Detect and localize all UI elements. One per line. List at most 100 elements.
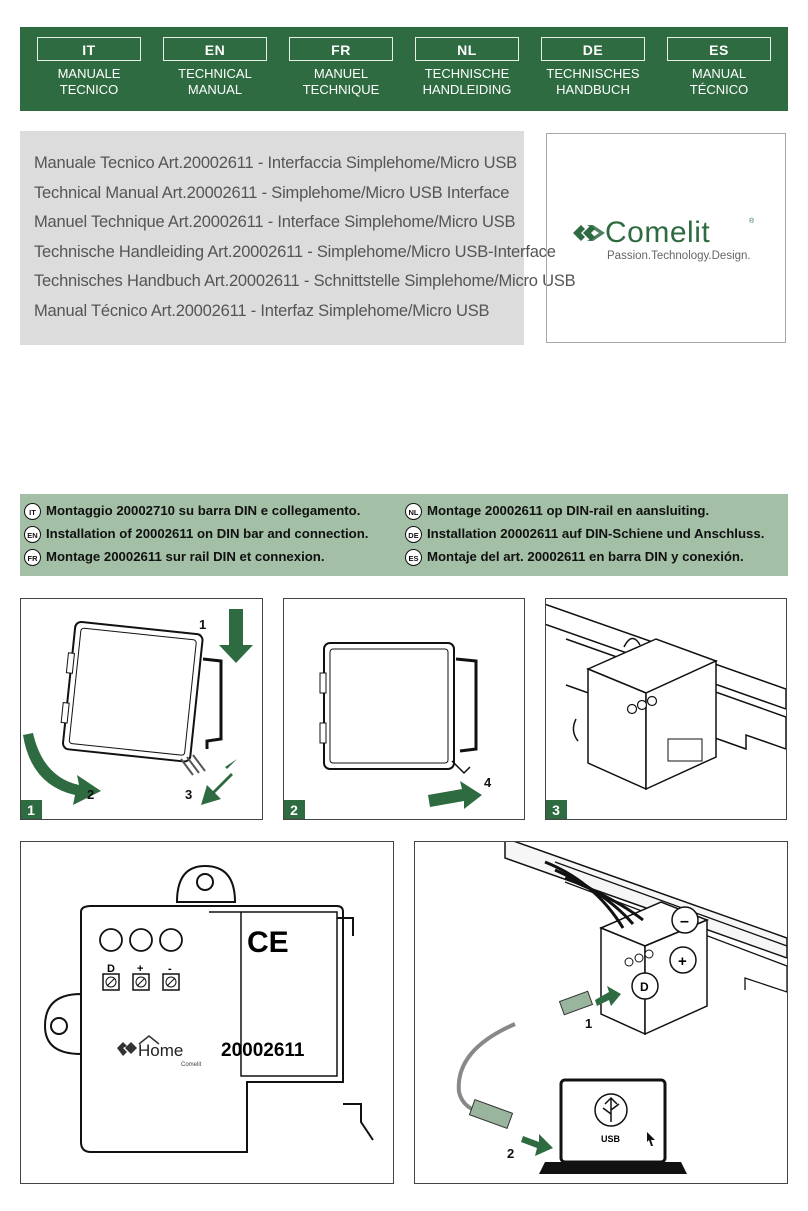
brand-logo-box: Comelit ® Passion.Technology.Design.: [546, 133, 786, 343]
language-title-line2: TECNICO: [59, 82, 119, 97]
fig2-label-4: 4: [484, 775, 492, 790]
arrow-plug-icon: [595, 986, 621, 1006]
laptop-base-icon: [539, 1162, 687, 1174]
title-nl: Technische Handleiding Art.20002611 - Si…: [34, 242, 556, 261]
minus-callout-label: –: [680, 913, 689, 930]
language-title-line1: TECHNICAL: [178, 66, 252, 81]
title-list: Manuale Tecnico Art.20002611 - Interfacc…: [34, 149, 576, 327]
device-body: [80, 905, 344, 1153]
device-3d: [572, 637, 718, 791]
installation-text: Montage 20002611 sur rail DIN et connexi…: [46, 549, 325, 564]
din-rail-top: [504, 842, 787, 959]
language-title-line1: MANUAL: [691, 66, 747, 81]
plus-callout-icon: [669, 946, 697, 974]
figure-3-drawing: [546, 603, 786, 791]
step-badge: 2: [284, 800, 305, 819]
installation-text: Installation 20002611 auf DIN-Schiene un…: [427, 526, 765, 541]
language-code: DE: [541, 37, 645, 61]
language-code: IT: [37, 37, 141, 61]
home-brand-label: Home: [138, 1041, 183, 1060]
minus-callout-icon: [671, 906, 699, 934]
title-fr: Manuel Technique Art.20002611 - Interfac…: [34, 213, 516, 232]
figure-3-panel: 3: [545, 598, 787, 820]
language-title-line1: TECHNISCHES: [546, 66, 640, 81]
connection-drawing: – + D 1 2 USB: [456, 842, 787, 1174]
model-number: 20002611: [221, 1040, 305, 1061]
language-en: EN TECHNICAL MANUAL: [163, 37, 267, 98]
arrow-usb-icon: [521, 1134, 553, 1156]
led-d-icon: [99, 928, 123, 952]
installation-nl: NL Montage 20002611 op DIN-rail en aanslu…: [405, 503, 710, 521]
installation-es: ES Montaje del art. 20002611 en barra DIN…: [405, 549, 744, 567]
installation-text: Installation of 20002611 on DIN bar and …: [46, 526, 369, 541]
figure-2-drawing: 4: [319, 642, 492, 809]
conn-label-2: 2: [507, 1146, 514, 1161]
title-it: Manuale Tecnico Art.20002611 - Interfacc…: [34, 154, 517, 172]
device-outline: [323, 642, 455, 770]
language-title-line2: TÉCNICO: [689, 82, 749, 97]
usb-cable-icon: [456, 1022, 516, 1116]
step-badge: 1: [21, 800, 42, 819]
language-code: FR: [289, 37, 393, 61]
device-front-panel: D + - CE Home Comelit 20002611: [20, 841, 394, 1184]
language-es: ES MANUAL TÉCNICO: [667, 37, 771, 98]
language-banner: IT MANUALE TECNICO EN TECHNICAL MANUAL F…: [20, 27, 788, 111]
led-plus-icon: [129, 928, 153, 952]
language-title-line2: MANUAL: [187, 82, 243, 97]
language-fr: FR MANUEL TECHNIQUE: [289, 37, 393, 98]
usb-a-plug-icon: [468, 1099, 514, 1129]
device-outline-tilted: [60, 620, 204, 763]
installation-de: DE Installation 20002611 auf DIN-Schiene …: [405, 526, 765, 544]
terminal-d-label: D: [107, 963, 115, 975]
din-rail-profile: [455, 657, 478, 753]
language-title-line2: TECHNIQUE: [302, 82, 380, 97]
d-callout-icon: [631, 972, 659, 1000]
language-code: ES: [667, 37, 771, 61]
installation-en: EN Installation of 20002611 on DIN bar an…: [24, 526, 369, 544]
language-nl: NL TECHNISCHE HANDLEIDING: [415, 37, 519, 98]
arrow-down-icon: [219, 609, 253, 663]
lang-badge: EN: [24, 526, 41, 544]
ce-mark: CE: [247, 926, 289, 959]
installation-text: Montaje del art. 20002611 en barra DIN y…: [427, 549, 744, 564]
lang-badge: DE: [405, 526, 422, 544]
language-code: NL: [415, 37, 519, 61]
language-title-line2: HANDLEIDING: [422, 82, 512, 97]
screwdriver-marks: [180, 754, 206, 776]
lang-badge: NL: [405, 503, 422, 521]
step-badge: 3: [546, 800, 567, 819]
micro-usb-plug-icon: [558, 990, 594, 1016]
d-callout-label: D: [640, 980, 649, 994]
connection-panel: – + D 1 2 USB: [414, 841, 788, 1184]
logo-registered-mark: ®: [749, 218, 755, 225]
din-rail-profile: [202, 657, 223, 749]
figure-2-panel: 4 2: [283, 598, 525, 820]
led-minus-icon: [159, 928, 183, 952]
title-es: Manual Técnico Art.20002611 - Interfaz S…: [34, 301, 490, 320]
logo-tagline: Passion.Technology.Design.: [607, 250, 751, 262]
language-title-line1: MANUALE: [57, 66, 121, 81]
fig1-label-1: 1: [199, 617, 206, 632]
language-it: IT MANUALE TECNICO: [37, 37, 141, 98]
figure-1-drawing: 1 2 3: [23, 609, 253, 805]
language-title-line1: MANUEL: [313, 66, 369, 81]
title-block: Manuale Tecnico Art.20002611 - Interfacc…: [20, 131, 576, 345]
language-de: DE TECHNISCHES HANDBUCH: [541, 37, 645, 98]
usb-label: USB: [601, 1134, 621, 1144]
lang-badge: ES: [405, 549, 422, 567]
terminal-minus-label: -: [168, 963, 172, 975]
terminal-plus-label: +: [137, 963, 143, 975]
comelit-logo-icon: [573, 225, 605, 241]
conn-label-1: 1: [585, 1016, 592, 1031]
mouse-cursor-icon: [647, 1132, 655, 1146]
home-logo-icon: [117, 1042, 127, 1056]
lang-badge: IT: [24, 503, 41, 521]
screw-terminal-icon: [102, 973, 180, 991]
language-title-line2: HANDBUCH: [556, 82, 630, 97]
figure-1-panel: 1 2 3 1: [20, 598, 263, 820]
title-de: Technisches Handbuch Art.20002611 - Schn…: [34, 272, 576, 291]
installation-text: Montage 20002611 op DIN-rail en aansluit…: [427, 503, 710, 518]
arrow-right-icon: [428, 781, 482, 809]
